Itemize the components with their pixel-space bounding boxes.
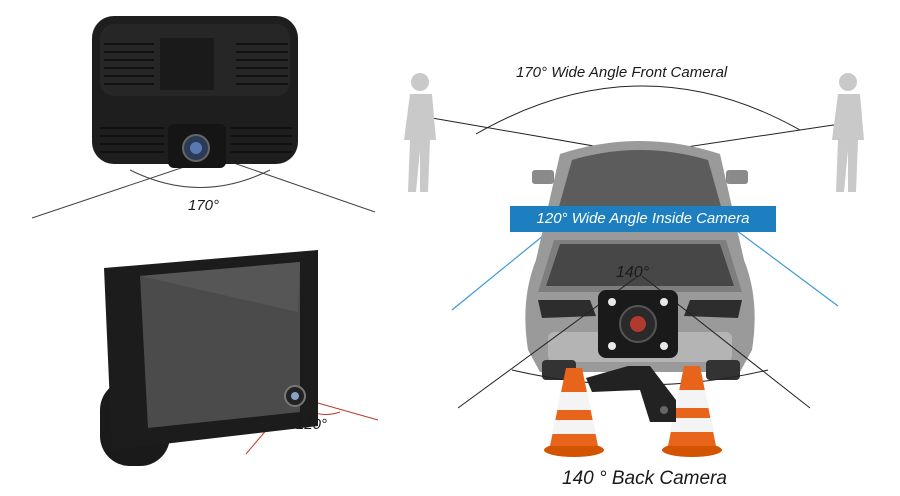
back-angle-label: 140° [616,264,650,281]
front-angle-label: 170° [188,197,220,214]
back-camera-device [586,290,678,422]
inside-angle-label: 120° [296,416,328,433]
dashcam-screen-view [100,250,379,466]
pedestrian-right [832,73,864,192]
traffic-cone-right [662,366,722,457]
traffic-cone-left [544,368,604,457]
pedestrian-left [404,73,436,192]
front-camera-label: 170° Wide Angle Front Cameral [516,64,728,81]
dashcam-back-view [31,16,376,219]
inside-camera-banner: 120° Wide Angle Inside Camera [510,206,776,232]
back-camera-label: 140 ° Back Camera [562,468,727,489]
car-scene [404,73,864,457]
